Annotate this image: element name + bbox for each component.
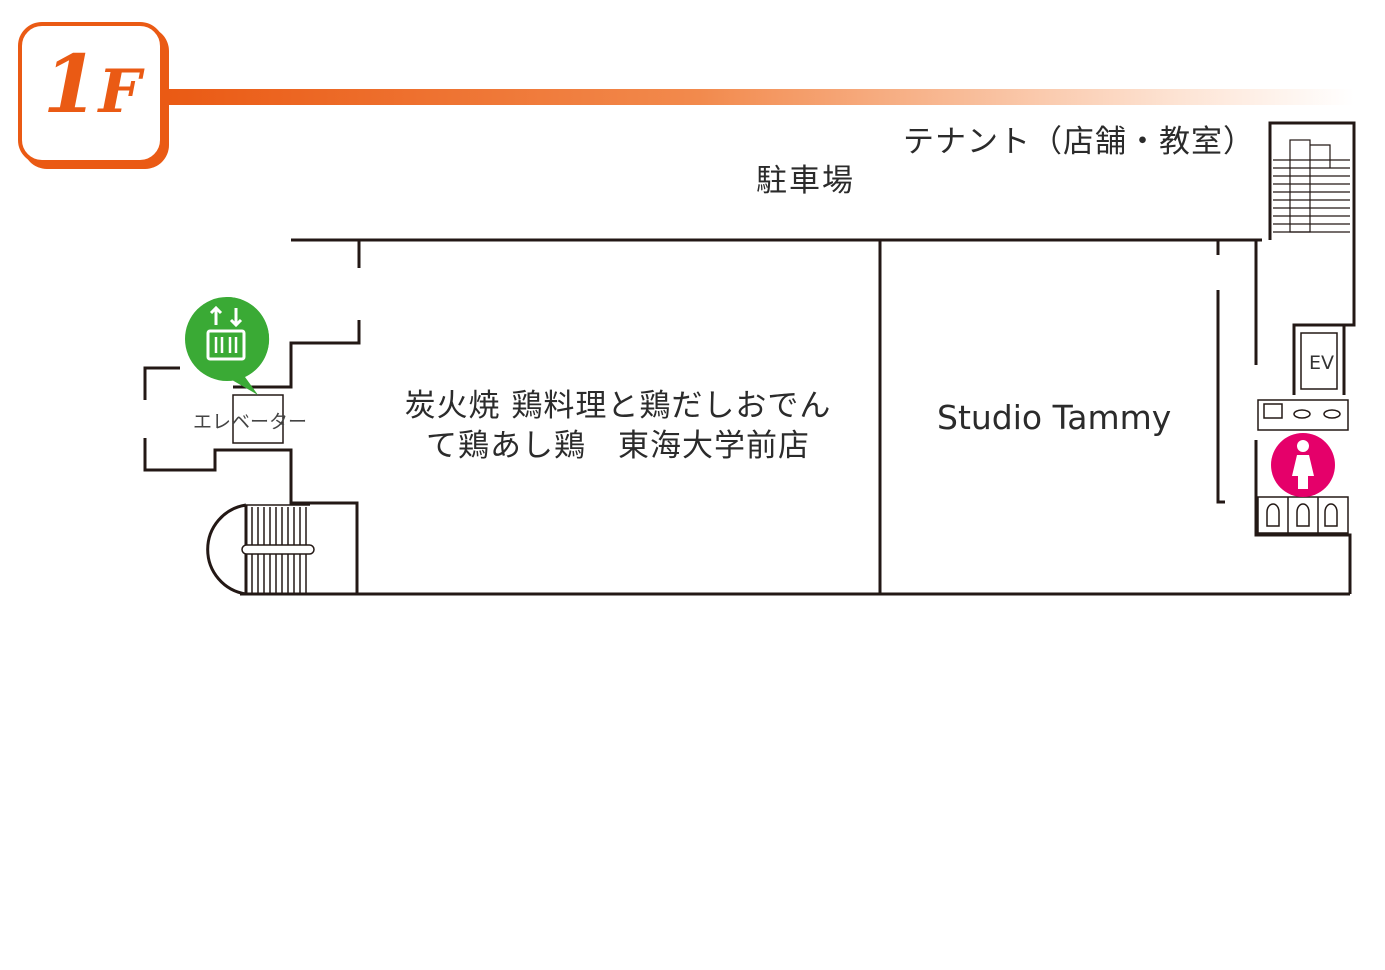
wall-elevator-bottom: [143, 438, 359, 594]
wall-elevator-top: [143, 366, 180, 400]
stairs-bottom-left: [206, 503, 315, 596]
ev-label: EV: [1309, 352, 1335, 374]
restaurant-label-line2: て鶏あし鶏 東海大学前店: [426, 428, 810, 464]
ev-shaft: [1292, 323, 1346, 395]
floor-badge: 1F: [18, 22, 164, 164]
header-bar: [164, 89, 1354, 105]
restaurant-label: 炭火焼 鶏料理と鶏だしおでん て鶏あし鶏 東海大学前店: [398, 386, 838, 466]
parking-label: 駐車場: [756, 163, 855, 199]
restaurant-label-line1: 炭火焼 鶏料理と鶏だしおでん: [404, 388, 832, 424]
floor-letter: F: [98, 57, 142, 127]
stairs-top-right: [1273, 139, 1350, 233]
wall-right-corridor: [1216, 290, 1225, 504]
female-restroom-icon: [1271, 433, 1335, 497]
wall-left-step: [233, 320, 361, 389]
wall-right-lower: [1254, 440, 1352, 594]
elevator-icon: [185, 296, 270, 395]
wall-stair-tower: [1268, 121, 1356, 327]
ev-box: [1300, 332, 1338, 390]
tenant-label: テナント（店舗・教室）: [903, 124, 1255, 160]
restroom-fixtures: [1257, 399, 1349, 534]
floor-number: 1: [42, 37, 99, 131]
floor-label: 1F: [22, 44, 162, 124]
studio-label: Studio Tammy: [937, 398, 1172, 437]
elevator-label: エレベーター: [193, 411, 308, 433]
